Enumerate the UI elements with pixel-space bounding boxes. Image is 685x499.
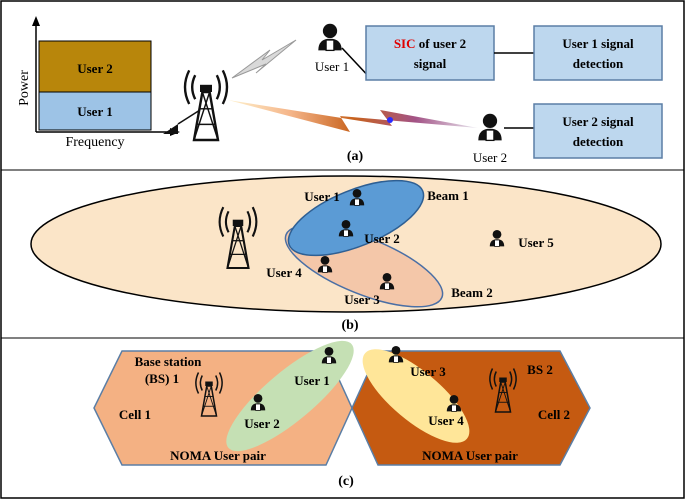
sic-box-line1: SIC of user 2 [394, 36, 466, 51]
cell2-label: Cell 2 [538, 407, 570, 422]
panel-b-caption: (b) [341, 318, 358, 333]
user1-bar-label: User 1 [77, 104, 113, 119]
user2-bar-label: User 2 [77, 61, 113, 76]
user1-detection-line1: User 1 signal [562, 36, 634, 51]
user3-label: User 3 [410, 364, 446, 379]
user2-detection-line2: detection [573, 134, 624, 149]
bolt-marker-dot [387, 117, 393, 123]
user4-label: User 4 [266, 265, 302, 280]
user1-icon [317, 23, 343, 52]
user1-label: User 1 [304, 189, 340, 204]
user1-detection-box [533, 25, 663, 81]
noma-pair1-label: NOMA User pair [170, 448, 266, 463]
noma-pair2-label: NOMA User pair [422, 448, 518, 463]
bs1-label-line2: (BS) 1 [145, 371, 179, 386]
beam1-ellipse [287, 179, 425, 257]
signal-bolt-user2 [228, 100, 478, 132]
user3-label: User 3 [344, 292, 380, 307]
user1-label: User 1 [315, 59, 349, 74]
panel-c: Base station (BS) 1 BS 2 Cell 1 Cell 2 U… [93, 340, 591, 489]
beam2-label: Beam 2 [451, 285, 493, 300]
user2-label: User 2 [244, 416, 280, 431]
antenna-dish-icon [163, 124, 178, 134]
user2-power-bar [38, 40, 152, 93]
user2-label: User 2 [364, 231, 400, 246]
user2-icon [477, 113, 503, 142]
user2-detection-box [533, 103, 663, 159]
sic-box-line2: signal [414, 56, 447, 71]
user1-detection-line2: detection [573, 56, 624, 71]
bs1-label-line1: Base station [135, 354, 203, 369]
cell1-label: Cell 1 [119, 407, 151, 422]
sic-box [365, 25, 495, 81]
noma-pair1-ellipse [226, 340, 354, 452]
panel-c-caption: (c) [338, 474, 354, 489]
user4-label: User 4 [428, 413, 464, 428]
panel-b: User 1 User 2 User 4 User 3 User 5 Beam … [30, 175, 662, 333]
power-axis-arrow [32, 16, 40, 26]
beam1-label: Beam 1 [427, 188, 469, 203]
user1-power-bar [38, 91, 152, 131]
user2-detection-line1: User 2 signal [562, 114, 634, 129]
user5-label: User 5 [518, 235, 554, 250]
bs2-label: BS 2 [527, 362, 553, 377]
user2-label: User 2 [473, 150, 507, 165]
noma-pair2-ellipse [362, 349, 470, 443]
sic-rest-text: of user 2 [416, 36, 467, 51]
signal-bolt-user1 [231, 39, 297, 79]
frequency-axis-label: Frequency [65, 135, 124, 150]
panel-a-caption: (a) [347, 149, 364, 164]
power-axis-label: Power [17, 70, 32, 106]
tower-icon [183, 69, 229, 142]
panel-a: Power Frequency User 2 User 1 User 1 SIC… [17, 16, 663, 165]
user1-label: User 1 [294, 373, 330, 388]
sic-red-text: SIC [394, 36, 416, 51]
